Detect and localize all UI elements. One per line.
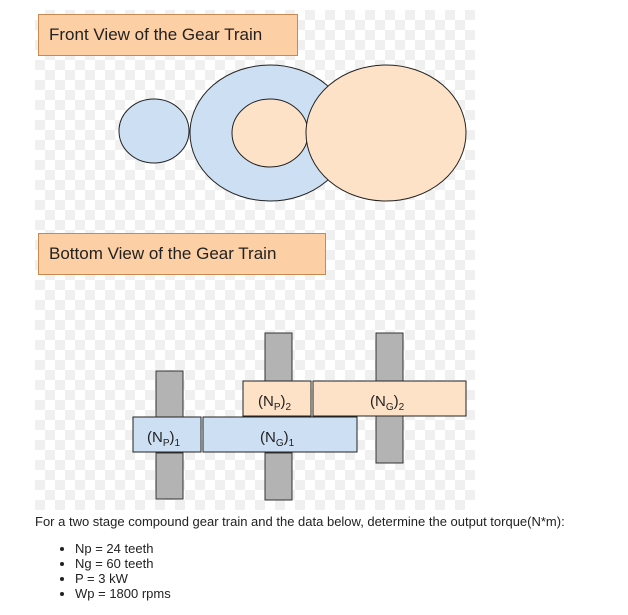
shaft-1-bottom [155, 452, 184, 500]
gear-2-bottom [312, 380, 467, 417]
list-item: Np = 24 teeth [58, 541, 171, 556]
bottom-view-title: Bottom View of the Gear Train [38, 233, 326, 275]
list-item: Ng = 60 teeth [58, 556, 171, 571]
problem-statement: For a two stage compound gear train and … [35, 514, 565, 529]
label-ng2: (NG)2 [370, 393, 405, 413]
pinion-1-bottom [132, 416, 202, 453]
pinion-2-bottom [242, 380, 312, 417]
shaft-1-top [155, 370, 184, 418]
pinion-1-front [118, 98, 190, 164]
given-data-list: Np = 24 teeth Ng = 60 teeth P = 3 kW Wp … [58, 541, 171, 601]
label-ng1: (NG)1 [260, 429, 295, 449]
list-item: Wp = 1800 rpms [58, 586, 171, 601]
gear-1-bottom [202, 416, 358, 453]
pinion-2-front [231, 98, 309, 168]
gear-2-front [305, 64, 467, 202]
front-view-title: Front View of the Gear Train [38, 14, 298, 56]
label-np2: (NP)2 [258, 393, 292, 413]
shaft-3-top [375, 332, 404, 382]
label-np1: (NP)1 [147, 429, 181, 449]
list-item: P = 3 kW [58, 571, 171, 586]
shaft-2-bottom [264, 452, 293, 501]
shaft-2-top [264, 332, 293, 382]
bottom-view-title-text: Bottom View of the Gear Train [49, 244, 277, 263]
front-view-title-text: Front View of the Gear Train [49, 25, 263, 44]
shaft-3-bottom [375, 415, 404, 464]
